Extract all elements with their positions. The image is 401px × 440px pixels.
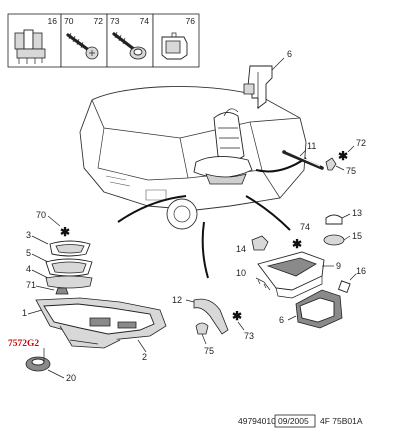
flange-screw-icon bbox=[112, 31, 147, 60]
callout-71: 71 bbox=[26, 280, 36, 290]
part-74-marker: ✱ bbox=[292, 237, 302, 251]
part-10: 10 bbox=[236, 268, 271, 291]
callout-73: 73 bbox=[244, 331, 254, 341]
seat-illustration bbox=[193, 108, 253, 185]
parts-73-75-lower: ✱ 73 75 bbox=[195, 309, 254, 356]
header-label-76: 76 bbox=[186, 16, 196, 26]
callout-75-upper: 75 bbox=[346, 166, 356, 176]
callout-10: 10 bbox=[236, 268, 246, 278]
footer-date: 09/2005 bbox=[278, 416, 309, 426]
connector-clip-icon bbox=[14, 29, 46, 64]
header-box-76: 76 bbox=[152, 13, 200, 68]
part-1-2-floor: 1 2 bbox=[22, 297, 167, 362]
callout-20: 20 bbox=[66, 373, 76, 383]
part-9-tray: 9 bbox=[257, 251, 341, 299]
callout-74: 74 bbox=[300, 222, 310, 232]
part-20-plug: 20 bbox=[25, 348, 76, 383]
footer-ref: 4F 75B01A bbox=[320, 416, 363, 426]
callout-4: 4 bbox=[26, 264, 31, 274]
callout-2: 2 bbox=[142, 352, 147, 362]
callout-5: 5 bbox=[26, 248, 31, 258]
part-72-marker: ✱ bbox=[338, 149, 348, 163]
header-label-73: 73 bbox=[110, 16, 120, 26]
footer-reference: 49794010 09/2005 4F 75B01A bbox=[238, 414, 363, 428]
header-box-70-72: 70 72 bbox=[60, 13, 108, 68]
header-box-73-74: 73 74 bbox=[106, 13, 154, 68]
callout-14: 14 bbox=[236, 244, 246, 254]
header-box-16: 16 bbox=[7, 13, 62, 68]
callout-6: 6 bbox=[287, 49, 292, 59]
callout-6-lower: 6 bbox=[279, 315, 284, 325]
leader-right bbox=[245, 195, 291, 231]
header-label-72: 72 bbox=[94, 16, 104, 26]
part-74-marker-group: 74 ✱ 14 bbox=[236, 222, 310, 254]
part-16: 16 bbox=[337, 266, 366, 293]
part-6-bin: 6 bbox=[279, 289, 343, 329]
leader-front-left bbox=[117, 195, 187, 223]
part-6-bracket: 6 bbox=[243, 49, 292, 109]
parts-13-15: 13 15 bbox=[323, 208, 362, 246]
part-70-marker: ✱ bbox=[60, 225, 70, 239]
vehicle-outline bbox=[79, 85, 307, 230]
callout-70: 70 bbox=[36, 210, 46, 220]
retainer-clip-icon bbox=[161, 32, 188, 60]
red-drawing-label: 7572G2 bbox=[8, 339, 39, 349]
left-parts-cluster: 70 ✱ 3 5 4 71 bbox=[26, 210, 93, 295]
callout-16: 16 bbox=[356, 266, 366, 276]
footer-date-box bbox=[274, 414, 316, 428]
part-12-trim: 12 bbox=[172, 295, 229, 335]
header-label-74: 74 bbox=[140, 16, 150, 26]
footer-code: 49794010 bbox=[238, 416, 276, 426]
callout-9: 9 bbox=[336, 261, 341, 271]
part-11-strip: 11 ✱ 72 75 bbox=[282, 138, 366, 176]
callout-15: 15 bbox=[352, 231, 362, 241]
part-73-marker: ✱ bbox=[232, 309, 242, 323]
header-label-70: 70 bbox=[64, 16, 74, 26]
callout-11: 11 bbox=[307, 141, 316, 151]
callout-1: 1 bbox=[22, 308, 27, 318]
callout-13: 13 bbox=[352, 208, 362, 218]
callout-75-lower: 75 bbox=[204, 346, 214, 356]
leader-center bbox=[201, 221, 209, 279]
callout-12: 12 bbox=[172, 295, 182, 305]
callout-3: 3 bbox=[26, 230, 31, 240]
callout-72: 72 bbox=[356, 138, 366, 148]
header-label-16: 16 bbox=[48, 16, 58, 26]
screw-icon bbox=[66, 32, 99, 60]
